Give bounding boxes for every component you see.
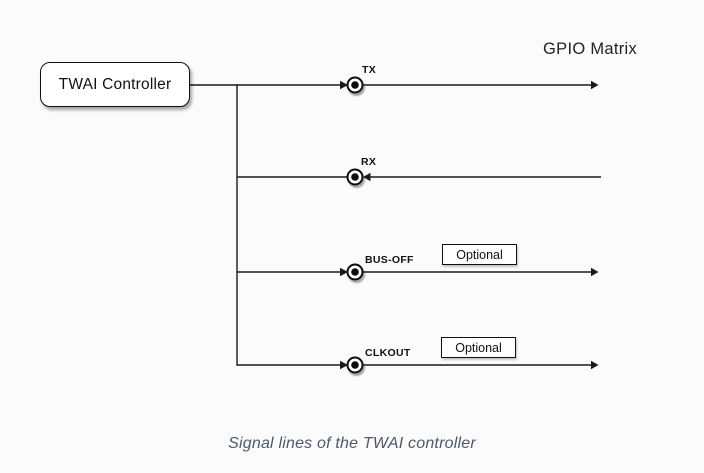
tx-output-arrow-icon — [591, 80, 599, 90]
pin-label-clkout: CLKOUT — [365, 347, 411, 359]
gpio-matrix-label: GPIO Matrix — [543, 40, 638, 58]
pin-label-tx: TX — [362, 64, 377, 76]
optional-box-clkout: Optional — [441, 337, 516, 358]
busoff-into-pin-arrow-icon — [340, 267, 348, 277]
twai-controller-box: TWAI Controller — [40, 62, 190, 107]
rx-wire-group — [237, 168, 601, 186]
tx-into-pin-arrow-icon — [340, 80, 348, 90]
optional-box-busoff: Optional — [442, 244, 517, 265]
busoff-pin-node-icon — [346, 263, 364, 281]
twai-controller-label: TWAI Controller — [58, 75, 172, 93]
rx-input-arrow-icon — [363, 172, 371, 182]
pin-label-rx: RX — [361, 156, 377, 168]
clkout-pin-node-icon — [346, 356, 364, 374]
figure-caption: Signal lines of the TWAI controller — [228, 435, 476, 452]
tx-pin-node-icon — [346, 76, 364, 94]
busoff-wire-group — [237, 263, 599, 281]
tx-wire-group — [237, 76, 599, 94]
rx-pin-node-icon — [346, 168, 364, 186]
pin-label-busoff: BUS-OFF — [365, 254, 414, 266]
optional-box-busoff-label: Optional — [456, 247, 503, 262]
clkout-wire-group — [237, 356, 599, 374]
optional-box-clkout-label: Optional — [455, 340, 502, 355]
clkout-into-pin-arrow-icon — [340, 360, 348, 370]
clkout-output-arrow-icon — [591, 360, 599, 370]
busoff-output-arrow-icon — [591, 267, 599, 277]
